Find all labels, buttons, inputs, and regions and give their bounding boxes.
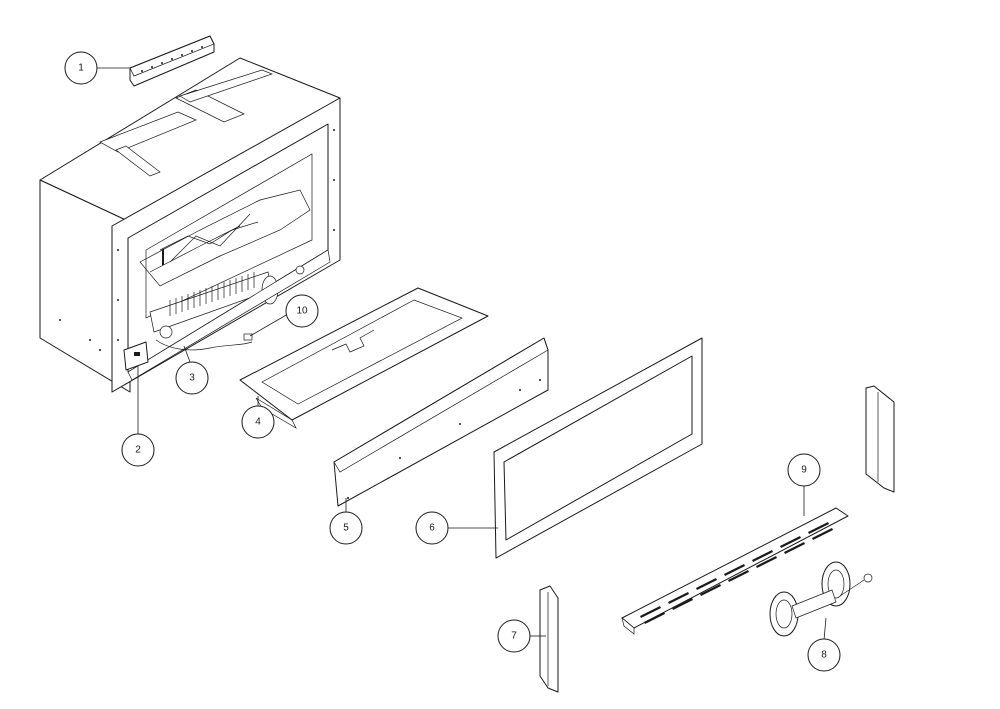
part-front-panel: [333, 337, 549, 507]
callout-9: 9: [787, 453, 821, 487]
part-suction-tool: [769, 561, 873, 637]
callout-10-label: 10: [296, 306, 308, 317]
callout-8-label: 8: [821, 650, 827, 661]
callout-3-label: 3: [189, 373, 195, 384]
callout-7-label: 7: [511, 631, 517, 642]
callout-5-label: 5: [343, 523, 349, 534]
callout-6: 6: [415, 511, 449, 545]
vent-slots: [640, 522, 833, 624]
firebox-body: [39, 57, 341, 393]
callout-3: 3: [175, 361, 209, 395]
callout-9-label: 9: [801, 465, 807, 476]
heater-grille: [162, 248, 164, 266]
callout-10: 10: [285, 294, 319, 328]
leader-lines: [96, 67, 827, 641]
part-vent-grille: [621, 507, 849, 635]
part-side-trim-right: [865, 385, 895, 493]
callout-4: 4: [241, 405, 275, 439]
callout-1: 1: [64, 51, 98, 85]
part-wiring: [155, 325, 253, 351]
part-control-box: [123, 341, 149, 371]
callout-2: 2: [121, 433, 155, 467]
callout-5: 5: [329, 511, 363, 545]
callout-6-label: 6: [429, 523, 435, 534]
callout-2-label: 2: [135, 445, 141, 456]
callout-7: 7: [497, 619, 531, 653]
callout-4-label: 4: [255, 417, 261, 428]
callout-8: 8: [807, 638, 841, 672]
part-top-panel: [239, 287, 489, 429]
part-glass-frame: [493, 337, 703, 559]
callout-1-label: 1: [78, 63, 84, 74]
part-top-bracket: [129, 35, 215, 87]
part-side-trim-bottom: [539, 585, 559, 693]
